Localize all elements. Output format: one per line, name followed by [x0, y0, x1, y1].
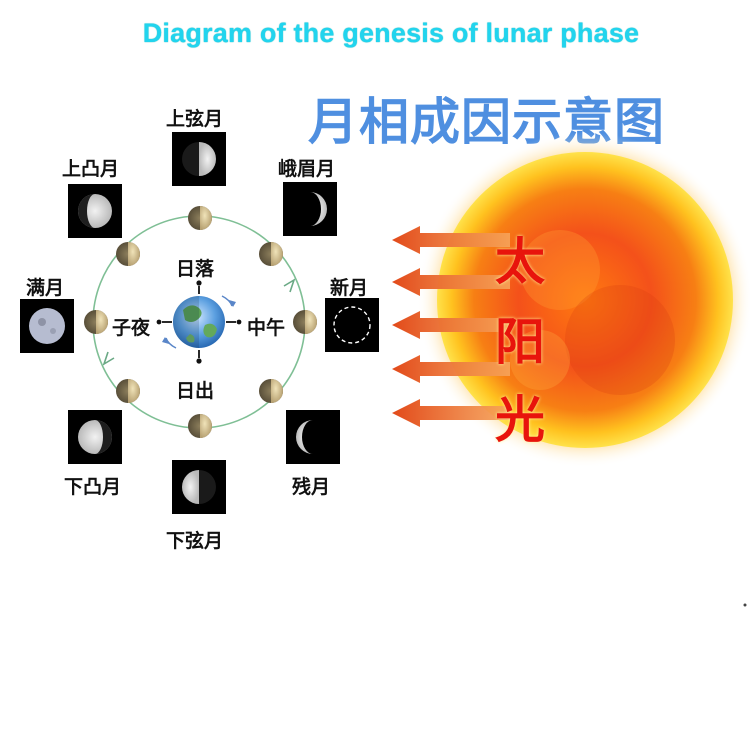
person-figure — [156, 319, 172, 325]
moon-tile-waning-crescent — [286, 410, 340, 464]
orbit-moon-left — [84, 310, 108, 334]
person-figure — [196, 350, 202, 364]
label-sunrise: 日出 — [176, 380, 215, 402]
person-figure — [196, 280, 202, 294]
label-new-moon: 新月 — [330, 277, 369, 299]
sunlight-arrow — [392, 311, 510, 339]
speck — [743, 603, 747, 607]
orbit-moon-top-left — [116, 242, 140, 266]
orbit-moon-right — [293, 310, 317, 334]
rotation-arrow-head — [162, 337, 169, 344]
sunlight-char-tai: 太 — [495, 233, 545, 291]
english-title: Diagram of the genesis of lunar phase — [142, 18, 640, 48]
rotation-arrow — [165, 337, 177, 349]
moon-tile-first-quarter — [172, 132, 226, 186]
sunlight-arrows — [392, 226, 510, 427]
label-last-quarter: 下弦月 — [166, 530, 224, 552]
moon-tile-new-moon — [325, 298, 379, 352]
person-figure — [226, 319, 242, 325]
sunlight-char-yang: 阳 — [495, 313, 545, 371]
orbit-moon-bottom — [188, 414, 212, 438]
sunlight-char-guang: 光 — [495, 391, 545, 449]
orbit-direction-arrow — [102, 351, 115, 366]
sunlight-arrow — [392, 226, 510, 254]
orbit-moon-top-right — [259, 242, 283, 266]
label-waning-gibbous: 下凸月 — [64, 476, 122, 498]
rotation-arrow-head — [229, 300, 236, 307]
sunlight-arrow — [392, 268, 510, 296]
label-waxing-gibbous: 上凸月 — [62, 158, 120, 180]
moon-tile-last-quarter — [172, 460, 226, 514]
sunlight-arrow — [392, 399, 510, 427]
moon-tile-waxing-crescent — [283, 182, 337, 236]
rotation-arrow — [221, 295, 233, 307]
label-waxing-crescent: 峨眉月 — [278, 158, 336, 180]
moon-tile-waxing-gibbous — [68, 184, 122, 238]
label-sunset: 日落 — [176, 258, 215, 280]
sunlight-arrow — [392, 355, 510, 383]
orbit-moon-bottom-left — [116, 379, 140, 403]
moon-tile-full-moon — [20, 299, 74, 353]
orbit-moon-top — [188, 206, 212, 230]
moon-tile-waning-gibbous — [68, 410, 122, 464]
label-midnight: 子夜 — [112, 317, 151, 339]
orbit-direction-arrow — [283, 278, 296, 293]
label-waning-crescent: 残月 — [292, 476, 331, 498]
label-noon: 中午 — [247, 317, 286, 339]
sun — [417, 132, 750, 468]
label-first-quarter: 上弦月 — [166, 108, 224, 130]
label-full-moon: 满月 — [26, 277, 65, 299]
earth — [173, 296, 225, 348]
orbit-moon-bottom-right — [259, 379, 283, 403]
